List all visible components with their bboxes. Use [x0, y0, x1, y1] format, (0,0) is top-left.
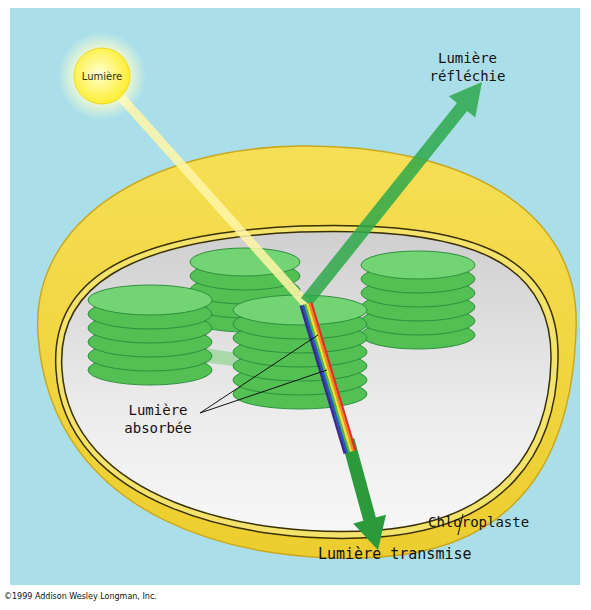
background: [10, 8, 580, 585]
thylakoid-disc: [361, 251, 475, 279]
thylakoid-disc: [88, 285, 212, 315]
absorbed-spectrum: [301, 306, 345, 454]
copyright-notice: ©1999 Addison Wesley Longman, Inc.: [4, 592, 304, 602]
thylakoid-disc: [190, 248, 300, 276]
absorbed-spectrum: [309, 303, 353, 451]
inner-membrane: [62, 231, 551, 531]
envelope-band: [56, 225, 558, 538]
absorbed-light-label: Lumière absorbée: [112, 402, 204, 437]
absorbed-spectrum: [303, 305, 347, 453]
chloroplast-label: Chloroplaste: [428, 514, 568, 532]
outer-membrane: [38, 146, 577, 558]
reflected-arrow: [301, 82, 482, 306]
granum: [233, 295, 367, 409]
sun-circle: Lumière: [72, 46, 132, 106]
transmitted-arrow: [342, 438, 386, 550]
reflected-light-label: Lumière réfléchie: [420, 50, 515, 85]
granum: [88, 285, 212, 385]
sun-label: Lumière: [82, 71, 122, 82]
absorbed-spectrum: [307, 304, 351, 452]
absorbed-spectrum: [311, 302, 355, 450]
absorbed-spectrum: [305, 304, 349, 452]
transmitted-light-label: Lumière transmise: [318, 545, 538, 564]
light-beams: [102, 76, 482, 550]
granum: [361, 251, 475, 349]
leader-lines: [200, 335, 463, 535]
incident-beam: [102, 76, 306, 304]
